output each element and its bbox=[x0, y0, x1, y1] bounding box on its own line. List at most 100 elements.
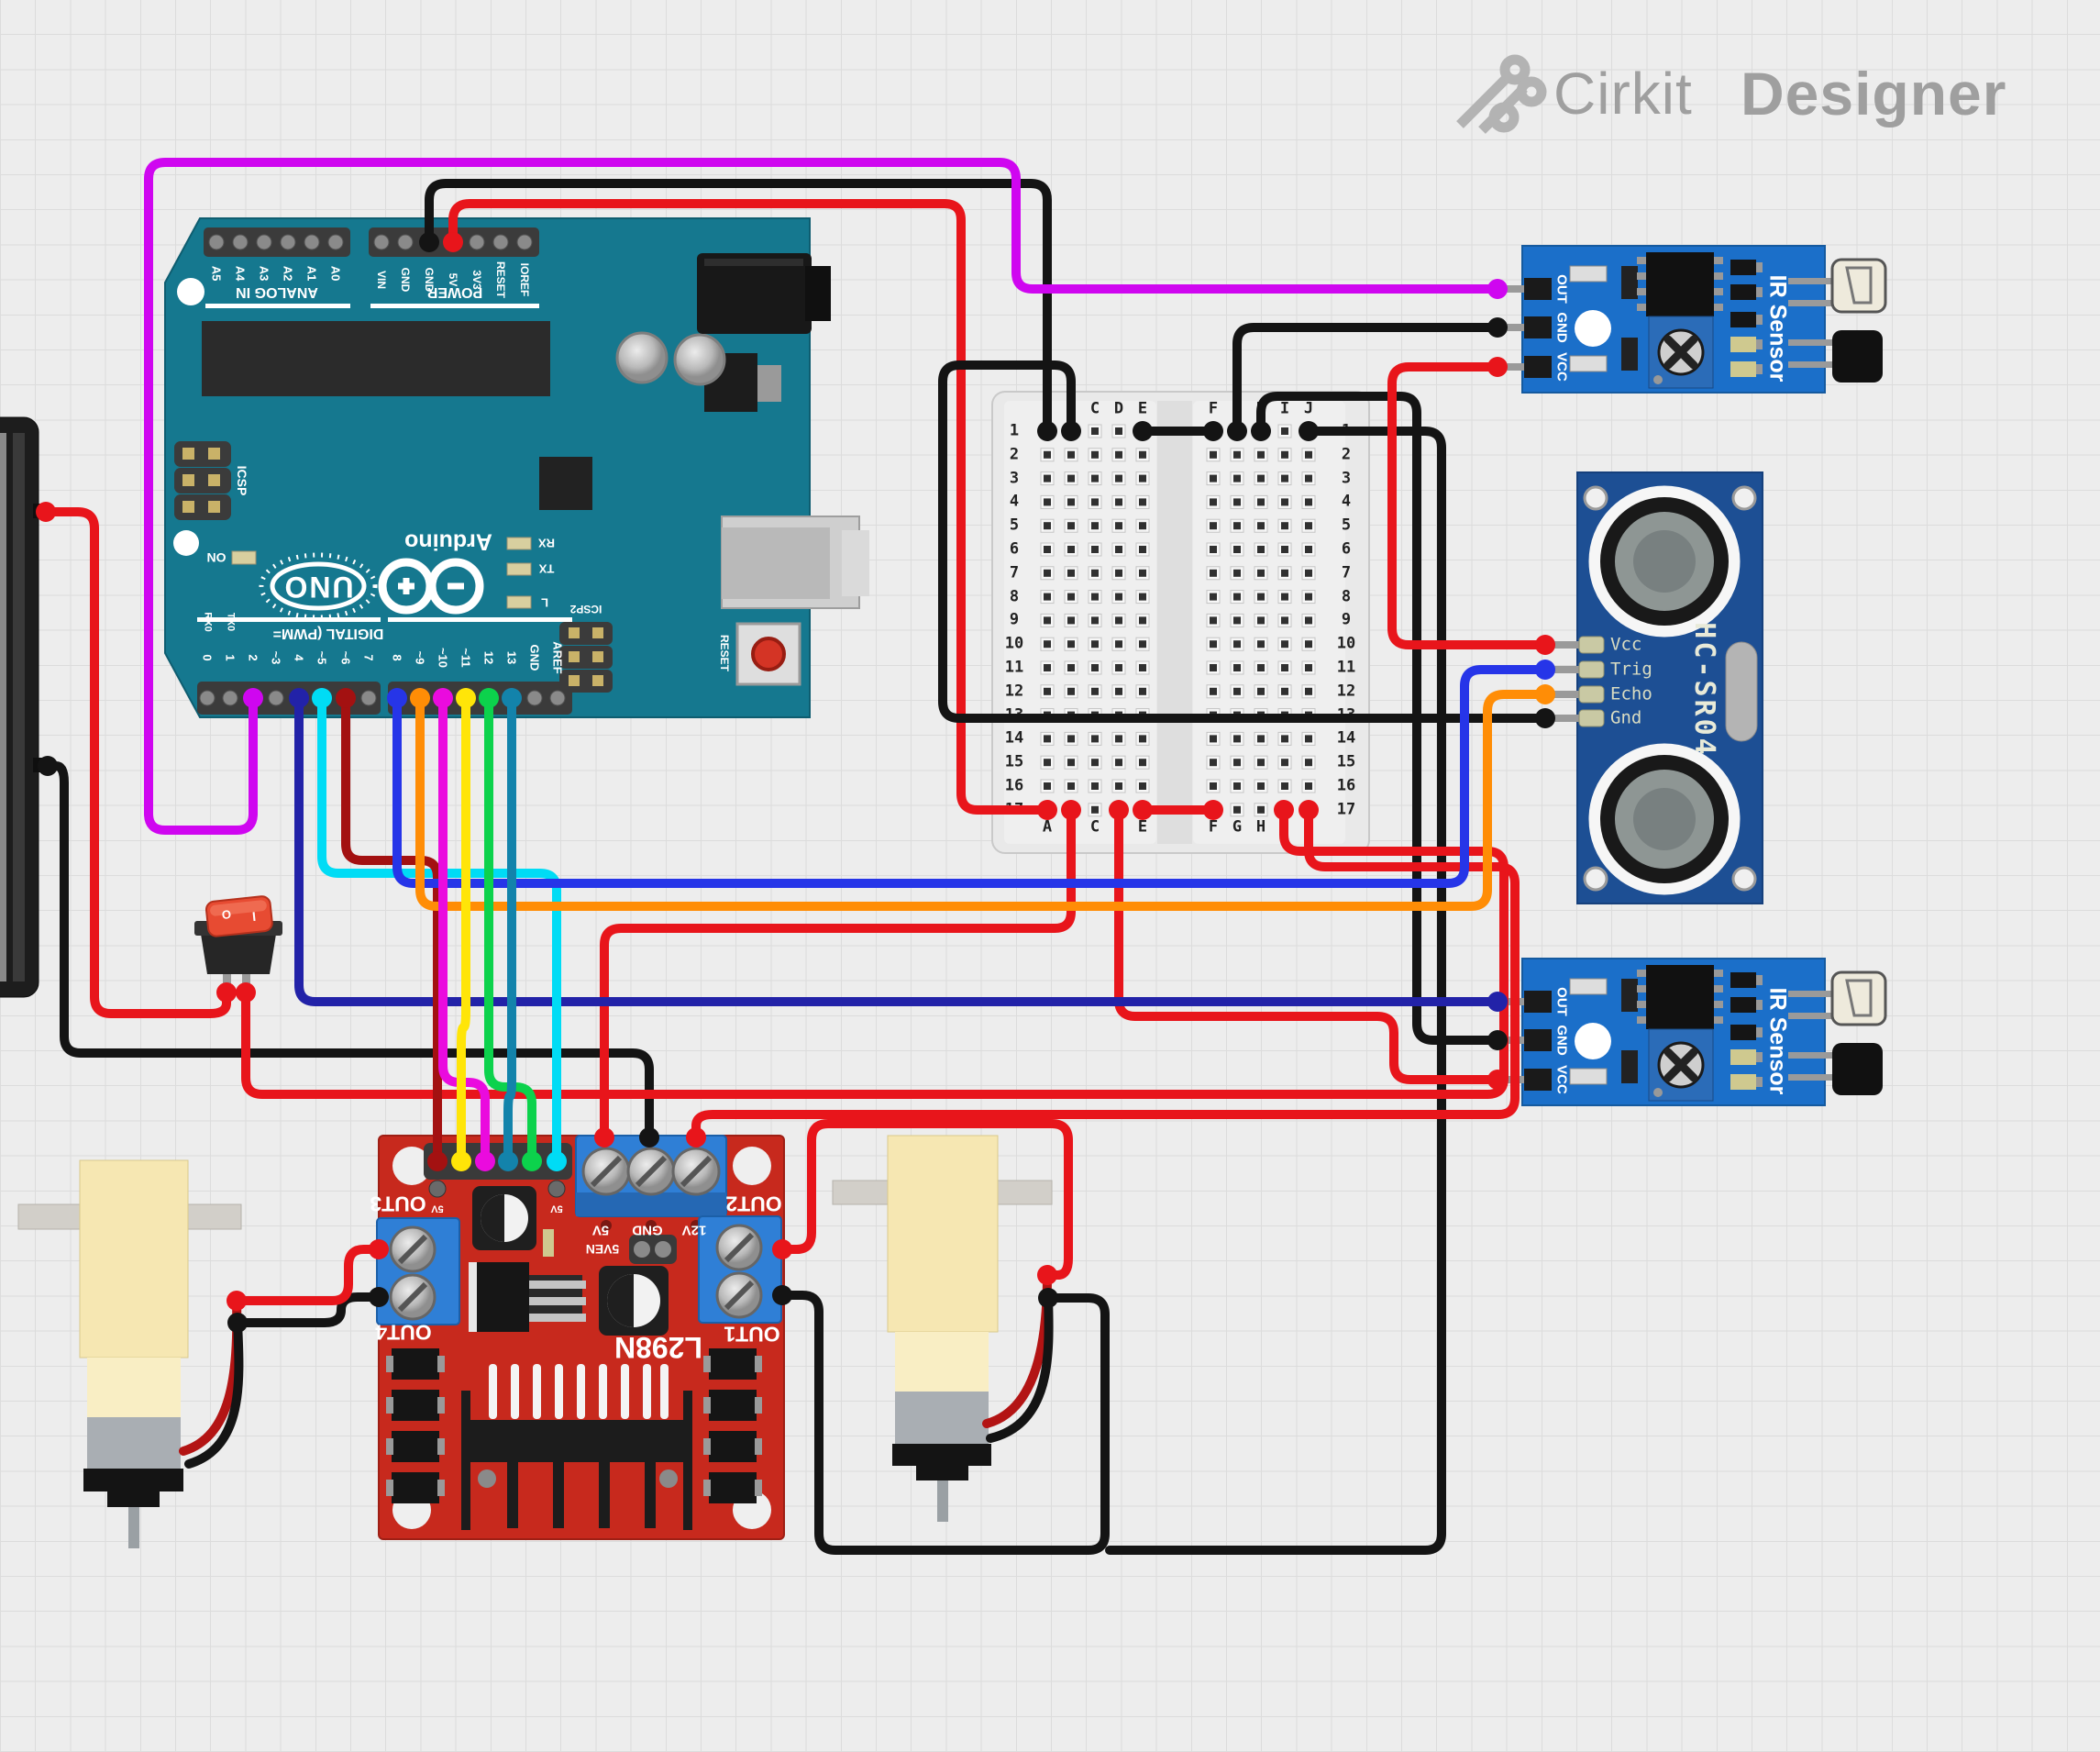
header-pin[interactable] bbox=[526, 690, 543, 706]
header-pin[interactable] bbox=[549, 690, 566, 706]
jumper-pin[interactable] bbox=[547, 1180, 566, 1198]
pin-label: ~10 bbox=[436, 647, 450, 669]
wire-bb-h1-to-ir2-gnd[interactable] bbox=[1256, 392, 1502, 1045]
col-letter: D bbox=[1113, 399, 1124, 418]
5ven-jumper[interactable] bbox=[629, 1235, 677, 1264]
row-number: 7 bbox=[1341, 563, 1352, 582]
icsp2-header[interactable] bbox=[559, 622, 613, 693]
wire-pin4-to-ir2-out[interactable] bbox=[294, 693, 1502, 1006]
row-number: 6 bbox=[1341, 539, 1352, 559]
ir-pin[interactable] bbox=[1524, 356, 1552, 378]
jumper-pin[interactable] bbox=[428, 1180, 447, 1198]
hc-pin-gnd[interactable] bbox=[1578, 709, 1605, 727]
icsp-header[interactable] bbox=[174, 441, 231, 520]
hc-pin-trig[interactable] bbox=[1578, 660, 1605, 679]
row-number: 12 bbox=[1336, 682, 1356, 701]
col-letter: A bbox=[1042, 817, 1053, 837]
ir-pin[interactable] bbox=[1524, 1069, 1552, 1091]
wire-out2-to-motor-r-red[interactable] bbox=[778, 1119, 1073, 1280]
col-letter: J bbox=[1303, 399, 1314, 418]
silkscreen-label: 5V bbox=[550, 1203, 563, 1214]
wire-pin6-to-driver[interactable] bbox=[341, 693, 442, 1166]
on-led bbox=[231, 550, 257, 565]
wire-pin2-to-ir1-out[interactable] bbox=[144, 158, 1502, 835]
power-terminal[interactable] bbox=[575, 1135, 727, 1231]
mcu-chip bbox=[202, 321, 550, 396]
wire-switch-to-bb-i17[interactable] bbox=[241, 805, 1509, 1099]
header-pin[interactable] bbox=[280, 234, 296, 250]
row-number: 16 bbox=[1336, 776, 1356, 795]
header-pin[interactable] bbox=[360, 690, 377, 706]
silkscreen-label: TX bbox=[538, 561, 555, 576]
wire-bb-b17-to-driver-5v[interactable] bbox=[600, 805, 1076, 1142]
reset-button[interactable] bbox=[735, 622, 801, 686]
hc-pin-echo[interactable] bbox=[1578, 685, 1605, 704]
wire-pin8-to-hc-trig[interactable] bbox=[392, 665, 1550, 888]
l-led bbox=[506, 595, 532, 609]
header-pin[interactable] bbox=[469, 234, 485, 250]
motor-left[interactable] bbox=[17, 1159, 242, 1548]
pin-label: Vcc bbox=[1610, 634, 1642, 655]
row-number: 2 bbox=[1009, 445, 1020, 464]
ir-pin[interactable] bbox=[1524, 1029, 1552, 1051]
wire-battery-pos-to-switch[interactable] bbox=[41, 507, 231, 1018]
wire-bb-j17-to-driver-12v[interactable] bbox=[691, 805, 1520, 1142]
silkscreen-label: ON bbox=[206, 550, 227, 565]
row-number: 3 bbox=[1341, 469, 1352, 488]
usb-port[interactable] bbox=[721, 516, 869, 609]
wire-pin13-to-driver[interactable] bbox=[503, 693, 516, 1166]
silkscreen-label: I bbox=[251, 908, 257, 925]
brand-name: Cirkit bbox=[1553, 61, 1693, 127]
power-jack[interactable] bbox=[697, 253, 831, 334]
wire-out1-to-motor-r-black[interactable] bbox=[778, 1291, 1110, 1555]
wire-bb-j1-ground-run[interactable] bbox=[1105, 427, 1446, 1555]
ir-pin[interactable] bbox=[1524, 316, 1552, 338]
wire-bb-b1-to-hc-gnd[interactable] bbox=[938, 360, 1550, 723]
row-number: 9 bbox=[1341, 610, 1352, 629]
ultrasonic-sensor[interactable] bbox=[1548, 471, 1763, 904]
motor-l-lead-black[interactable] bbox=[184, 1318, 244, 1469]
header-pin[interactable] bbox=[222, 690, 238, 706]
wire-5v-to-bb-a17[interactable] bbox=[448, 199, 1052, 815]
out12-terminal[interactable] bbox=[698, 1215, 782, 1324]
wire-motor-l-black-to-out4[interactable] bbox=[233, 1292, 383, 1327]
silkscreen-label: OUT4 bbox=[375, 1320, 432, 1345]
arduino-uno-board[interactable] bbox=[164, 217, 869, 718]
capacitor bbox=[615, 331, 669, 384]
wire-battery-neg-to-driver-gnd[interactable] bbox=[43, 761, 654, 1142]
out34-terminal[interactable] bbox=[376, 1217, 460, 1325]
header-pin[interactable] bbox=[199, 690, 216, 706]
wire-pin9-to-hc-echo[interactable] bbox=[415, 690, 1550, 911]
wire-gnd-to-bb-a1[interactable] bbox=[425, 179, 1052, 436]
wire-pin11-to-driver[interactable] bbox=[457, 693, 470, 1166]
silkscreen-label: UNO bbox=[282, 571, 354, 604]
pin-label: VCC bbox=[1553, 1065, 1570, 1094]
ir-pin[interactable] bbox=[1524, 991, 1552, 1013]
header-pin[interactable] bbox=[208, 234, 225, 250]
wire-motor-l-red-to-out3[interactable] bbox=[232, 1245, 383, 1305]
ir-ic-chip bbox=[1646, 965, 1714, 1029]
wire-bb-g1-to-ir1-gnd[interactable] bbox=[1232, 323, 1502, 436]
ir-sensor-2[interactable] bbox=[1495, 958, 1887, 1106]
silkscreen-label: DIGITAL (PWM= bbox=[272, 626, 384, 641]
header-pin[interactable] bbox=[516, 234, 533, 250]
motor-right[interactable] bbox=[832, 1135, 1053, 1522]
motor-r-lead-black[interactable] bbox=[986, 1293, 1054, 1443]
header-pin[interactable] bbox=[304, 234, 320, 250]
pin-label: 0 bbox=[200, 654, 215, 661]
header-pin[interactable] bbox=[327, 234, 344, 250]
header-pin[interactable] bbox=[492, 234, 509, 250]
ir-pin[interactable] bbox=[1524, 278, 1552, 300]
header-pin[interactable] bbox=[232, 234, 249, 250]
header-pin[interactable] bbox=[256, 234, 272, 250]
rocker-switch[interactable] bbox=[194, 895, 282, 994]
header-pin[interactable] bbox=[397, 234, 414, 250]
header-pin[interactable] bbox=[268, 690, 284, 706]
ir-sensor-1[interactable] bbox=[1495, 245, 1887, 394]
wire-bb-d17-to-ir2-vcc[interactable] bbox=[1114, 805, 1502, 1084]
wire-ir1-vcc-to-hc-vcc[interactable] bbox=[1387, 362, 1550, 649]
hc-pin-vcc[interactable] bbox=[1578, 636, 1605, 654]
silkscreen-label: OUT1 bbox=[724, 1322, 780, 1347]
header-pin[interactable] bbox=[373, 234, 390, 250]
